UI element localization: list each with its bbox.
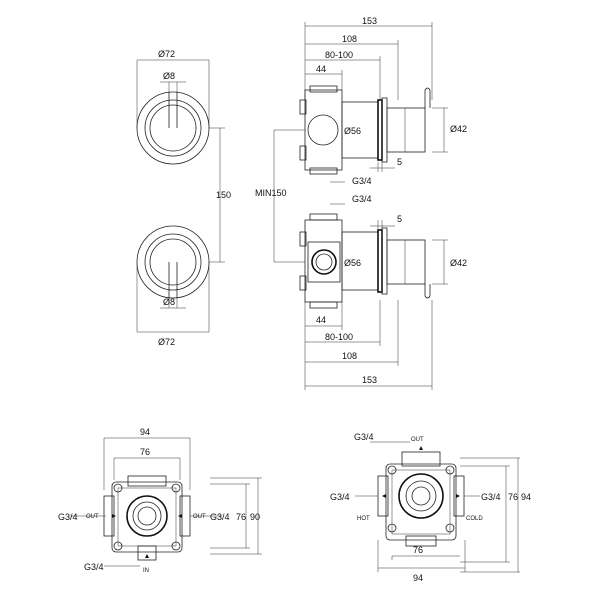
- body-right-h94: 94: [521, 492, 531, 502]
- body-left-h76: 76: [236, 512, 246, 522]
- side-top-annotations: [330, 107, 448, 183]
- body-left-thread-left: G3/4: [58, 512, 78, 522]
- front-view-top: [136, 59, 210, 165]
- body-left-w76: 76: [140, 447, 150, 457]
- body-right-valve: [355, 441, 480, 547]
- front-view-bottom: [136, 225, 210, 333]
- body-left-valve: [70, 475, 222, 567]
- body-left-out-right: OUT: [193, 514, 206, 520]
- body-left-thread-bottom: G3/4: [84, 562, 104, 572]
- front-bottom-rod: Ø8: [163, 297, 175, 307]
- body-right-w76: 76: [413, 545, 423, 555]
- body-right-h76: 76: [508, 492, 518, 502]
- body-right-thread-top: G3/4: [354, 432, 374, 442]
- front-bottom-diameter: Ø72: [158, 337, 175, 347]
- side-top-handle-diam: Ø42: [450, 124, 467, 134]
- side-top-body: [299, 85, 431, 175]
- side-bottom-body: [299, 213, 431, 309]
- side-bottom-gap: 5: [397, 214, 402, 224]
- body-right-w94: 94: [413, 573, 423, 583]
- body-right-hot: HOT: [357, 516, 370, 522]
- side-bottom-handle-diam: Ø42: [450, 258, 467, 268]
- side-bottom-80-100: 80-100: [325, 332, 353, 342]
- side-bottom-body-diam: Ø56: [344, 258, 361, 268]
- body-left-in: IN: [143, 568, 149, 574]
- side-top-dimensions: [304, 22, 433, 100]
- body-left-w94: 94: [140, 427, 150, 437]
- side-top-overall: 153: [362, 16, 377, 26]
- min-spacing-dimension: [273, 129, 305, 263]
- body-left-h90: 90: [250, 512, 260, 522]
- spacing-dimension: [209, 127, 225, 263]
- body-right-cold: COLD: [466, 516, 483, 522]
- side-top-thread: G3/4: [352, 176, 372, 186]
- side-mid-thread: G3/4: [352, 194, 372, 204]
- body-right-thread-left: G3/4: [330, 492, 350, 502]
- side-top-108: 108: [342, 34, 357, 44]
- front-top-diameter: Ø72: [158, 49, 175, 59]
- side-bottom-dimensions: [304, 300, 433, 390]
- side-min-spacing: MIN150: [255, 188, 287, 198]
- side-top-body-diam: Ø56: [344, 126, 361, 136]
- body-right-dimensions: [377, 457, 520, 573]
- front-spacing: 150: [216, 190, 231, 200]
- body-left-dimensions: [103, 437, 262, 555]
- side-top-gap: 5: [397, 157, 402, 167]
- side-top-44: 44: [316, 64, 326, 74]
- body-left-thread-right: G3/4: [210, 512, 230, 522]
- side-bottom-overall: 153: [362, 375, 377, 385]
- body-left-out-left: OUT: [86, 514, 99, 520]
- side-bottom-annotations: [370, 220, 448, 285]
- front-top-rod: Ø8: [163, 71, 175, 81]
- body-right-thread-right: G3/4: [481, 492, 501, 502]
- body-right-out: OUT: [411, 437, 424, 443]
- side-bottom-44: 44: [316, 315, 326, 325]
- side-top-80-100: 80-100: [325, 50, 353, 60]
- side-bottom-108: 108: [342, 351, 357, 361]
